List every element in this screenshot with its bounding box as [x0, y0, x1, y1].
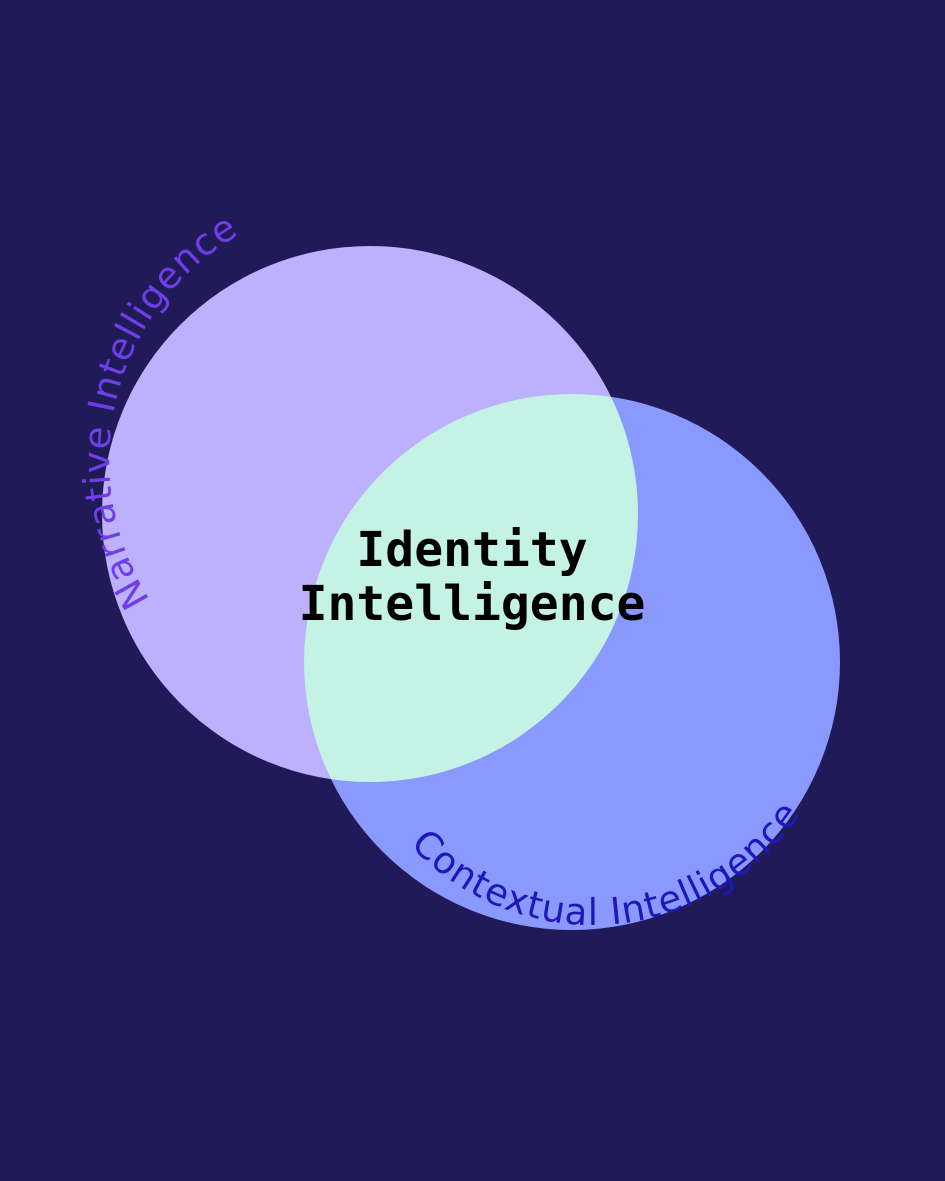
- intersection-label-line1: Identity: [356, 522, 587, 578]
- intersection-label-line2: Intelligence: [299, 576, 646, 632]
- intersection-area: [304, 394, 638, 782]
